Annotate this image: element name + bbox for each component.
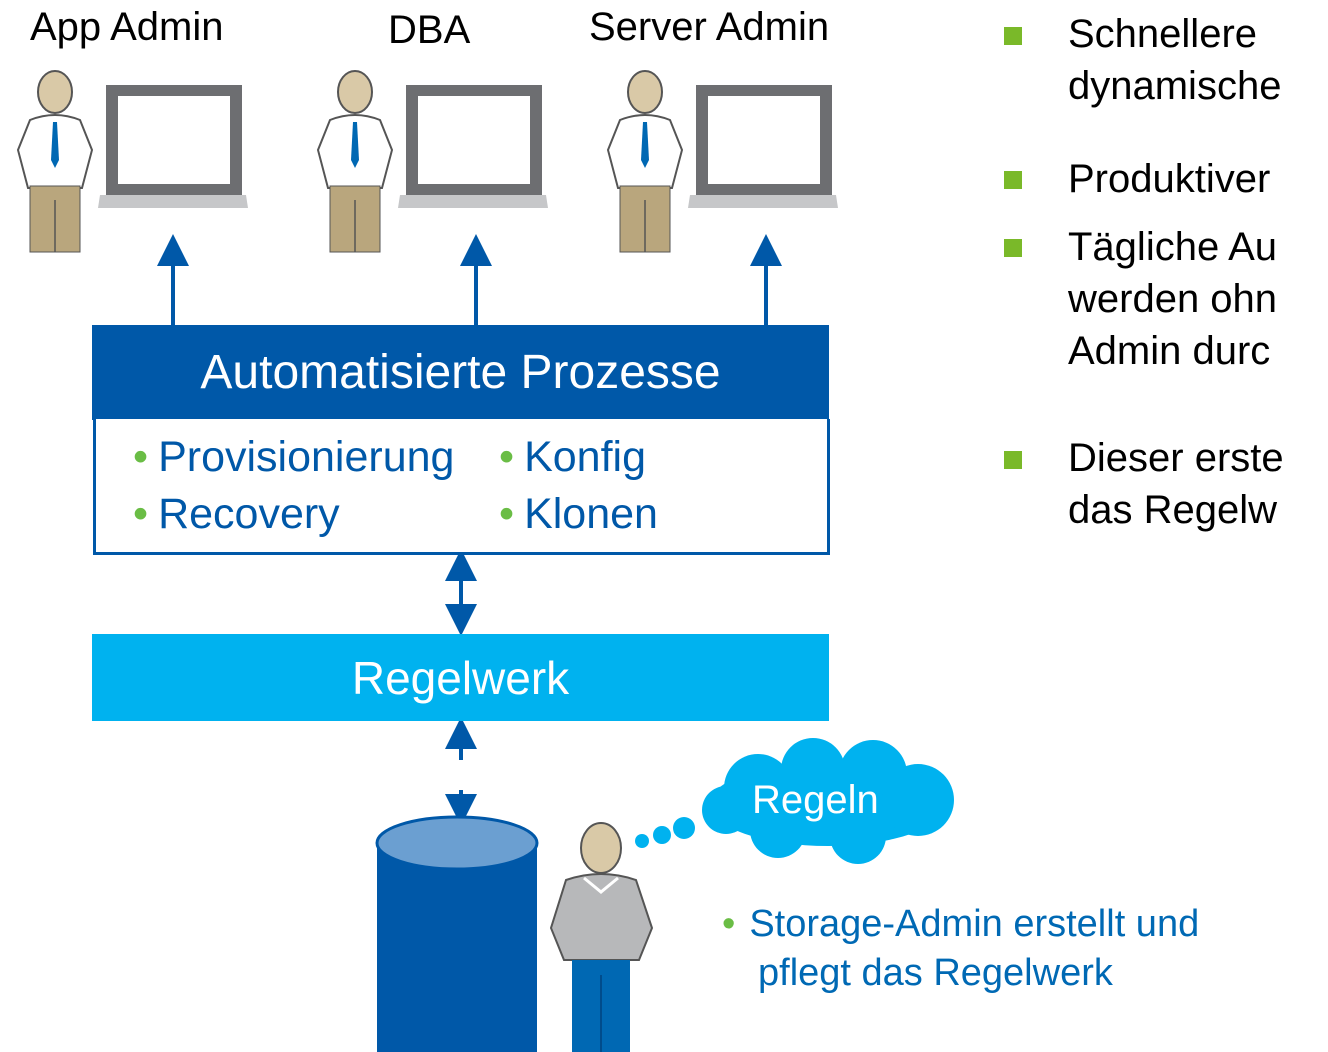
process-item-klonen: •Klonen [499,490,658,538]
benefit-bullet-2 [1004,171,1022,189]
benefit-3: Tägliche Au werden ohn Admin durc [1068,225,1278,373]
process-item-recovery: •Recovery [133,490,340,538]
storage-admin-note: •Storage-Admin erstellt und pflegt das R… [722,900,1199,998]
role-label-dba: DBA [388,8,471,52]
role-label-server-admin: Server Admin [589,5,830,49]
ruleset-box: Regelwerk [92,634,829,721]
process-box-body: •Provisionierung •Konfig •Recovery •Klon… [93,419,830,555]
storage-admin-person-icon [549,822,654,1052]
role-label-app-admin: App Admin [30,5,224,49]
benefit-bullet-1 [1004,27,1022,45]
benefit-1: Schnellere dynamische [1068,12,1282,108]
process-item-provisionierung: •Provisionierung [133,433,455,481]
benefit-2: Produktiver [1068,157,1271,201]
benefit-bullet-4 [1004,451,1022,469]
process-box-title: Automatisierte Prozesse [92,325,829,420]
server-admin-person-icon [606,70,838,253]
app-admin-person-icon [16,70,248,253]
benefit-4: Dieser erste das Regelw [1068,436,1284,532]
process-item-konfig: •Konfig [499,433,646,481]
thought-dots [635,817,695,848]
benefit-bullet-3 [1004,239,1022,257]
dba-person-icon [316,70,548,253]
storage-note-line1: Storage-Admin erstellt und [749,903,1200,945]
storage-note-line2: pflegt das Regelwerk [758,952,1113,994]
cloud-label: Regeln [752,778,879,822]
cloud-icon [702,738,954,864]
database-icon [375,815,539,1052]
